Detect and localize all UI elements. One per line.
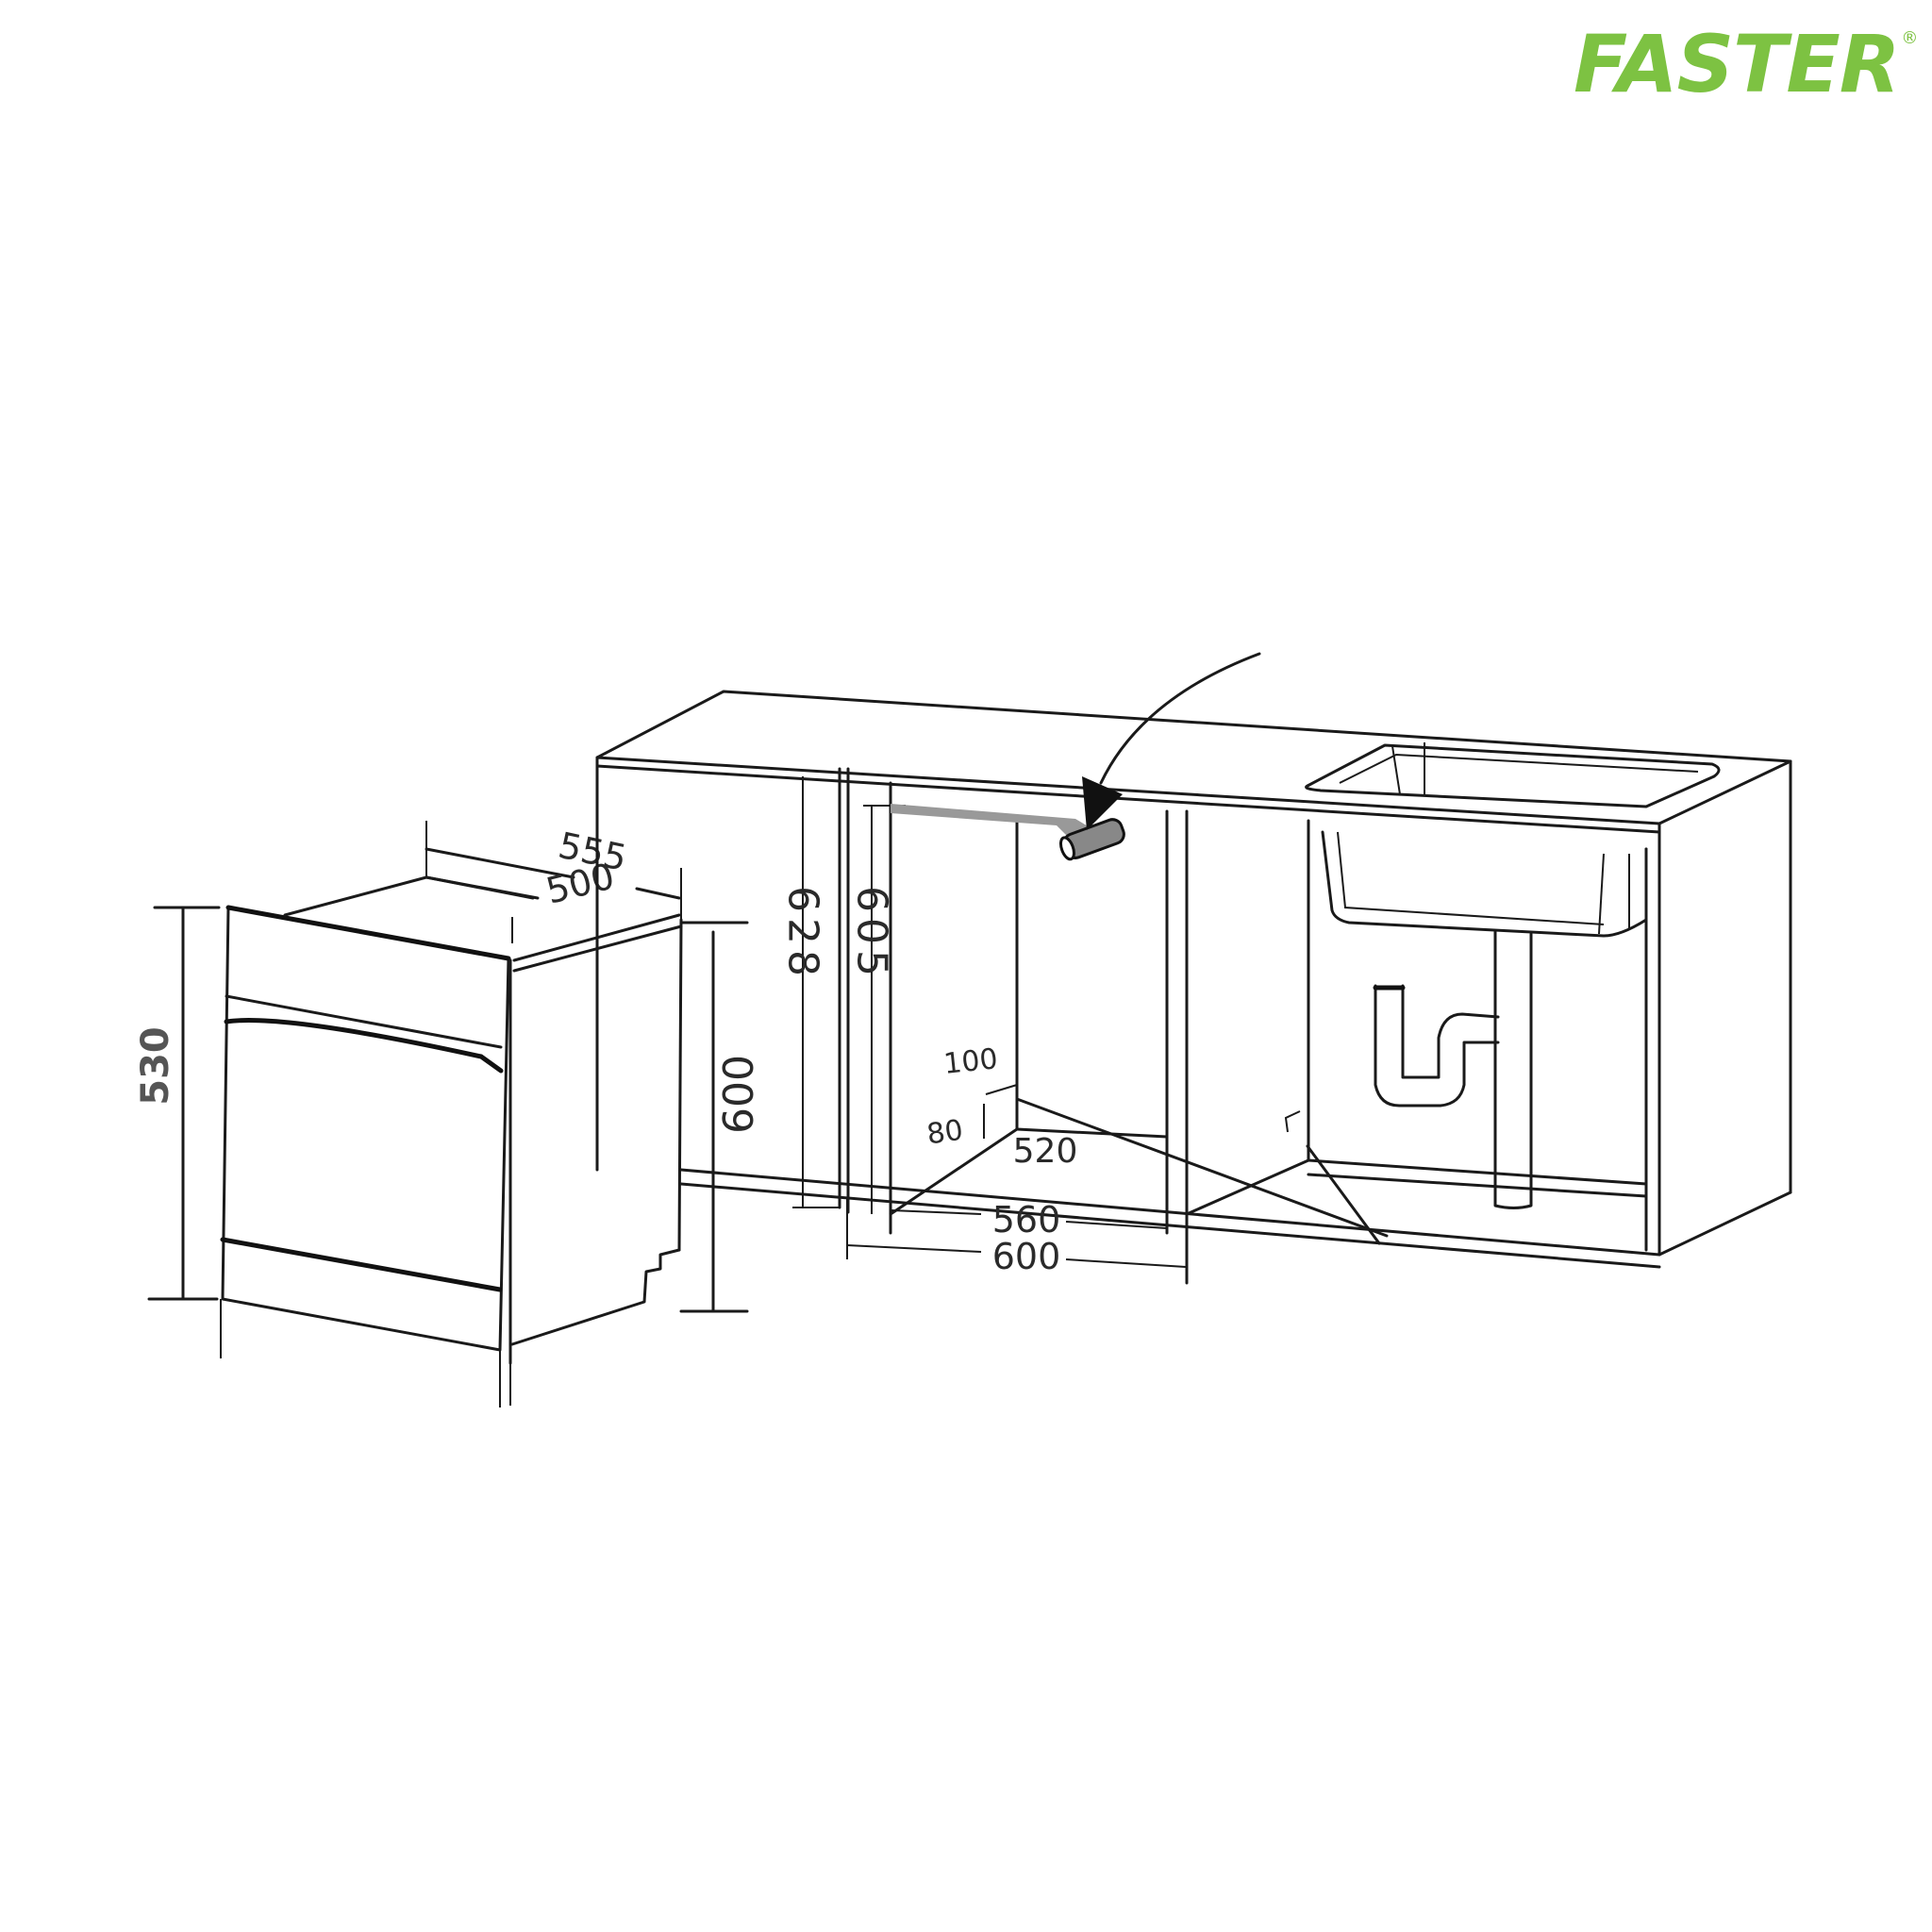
drain-pipe <box>1493 930 1533 1209</box>
dim-niche-depth: 520 <box>1013 1132 1078 1171</box>
brand-logo: FASTER® <box>1574 25 1918 104</box>
dim-niche-inner-width: 560 <box>992 1199 1061 1241</box>
hose-bar <box>891 804 1094 844</box>
arrow-head-icon <box>1082 776 1123 830</box>
p-trap <box>1374 984 1500 1108</box>
registered-mark: ® <box>1901 28 1918 48</box>
dim-depth-body: 500 <box>542 855 619 911</box>
dishwasher-drawing: 555 500 530 600 <box>134 821 763 1407</box>
arrow-curve <box>1099 652 1261 785</box>
dim-panel-height-digit-1: 628 <box>779 886 827 982</box>
sink-basin <box>1321 830 1648 938</box>
dim-height-with-base: 600 <box>715 1055 763 1134</box>
dim-hose-offset-b: 80 <box>924 1114 965 1152</box>
cabinet-drawing: 628 605 100 80 520 560 <box>595 652 1792 1285</box>
dim-height: 530 <box>134 1026 177 1106</box>
dim-niche-outer-width: 600 <box>992 1236 1061 1277</box>
dim-niche-height: 605 <box>848 886 896 982</box>
drain-hose-icon <box>1058 818 1125 861</box>
dim-hose-offset-a: 100 <box>942 1042 1000 1081</box>
brand-name: FASTER <box>1574 18 1900 110</box>
sink-rim <box>1305 743 1721 808</box>
